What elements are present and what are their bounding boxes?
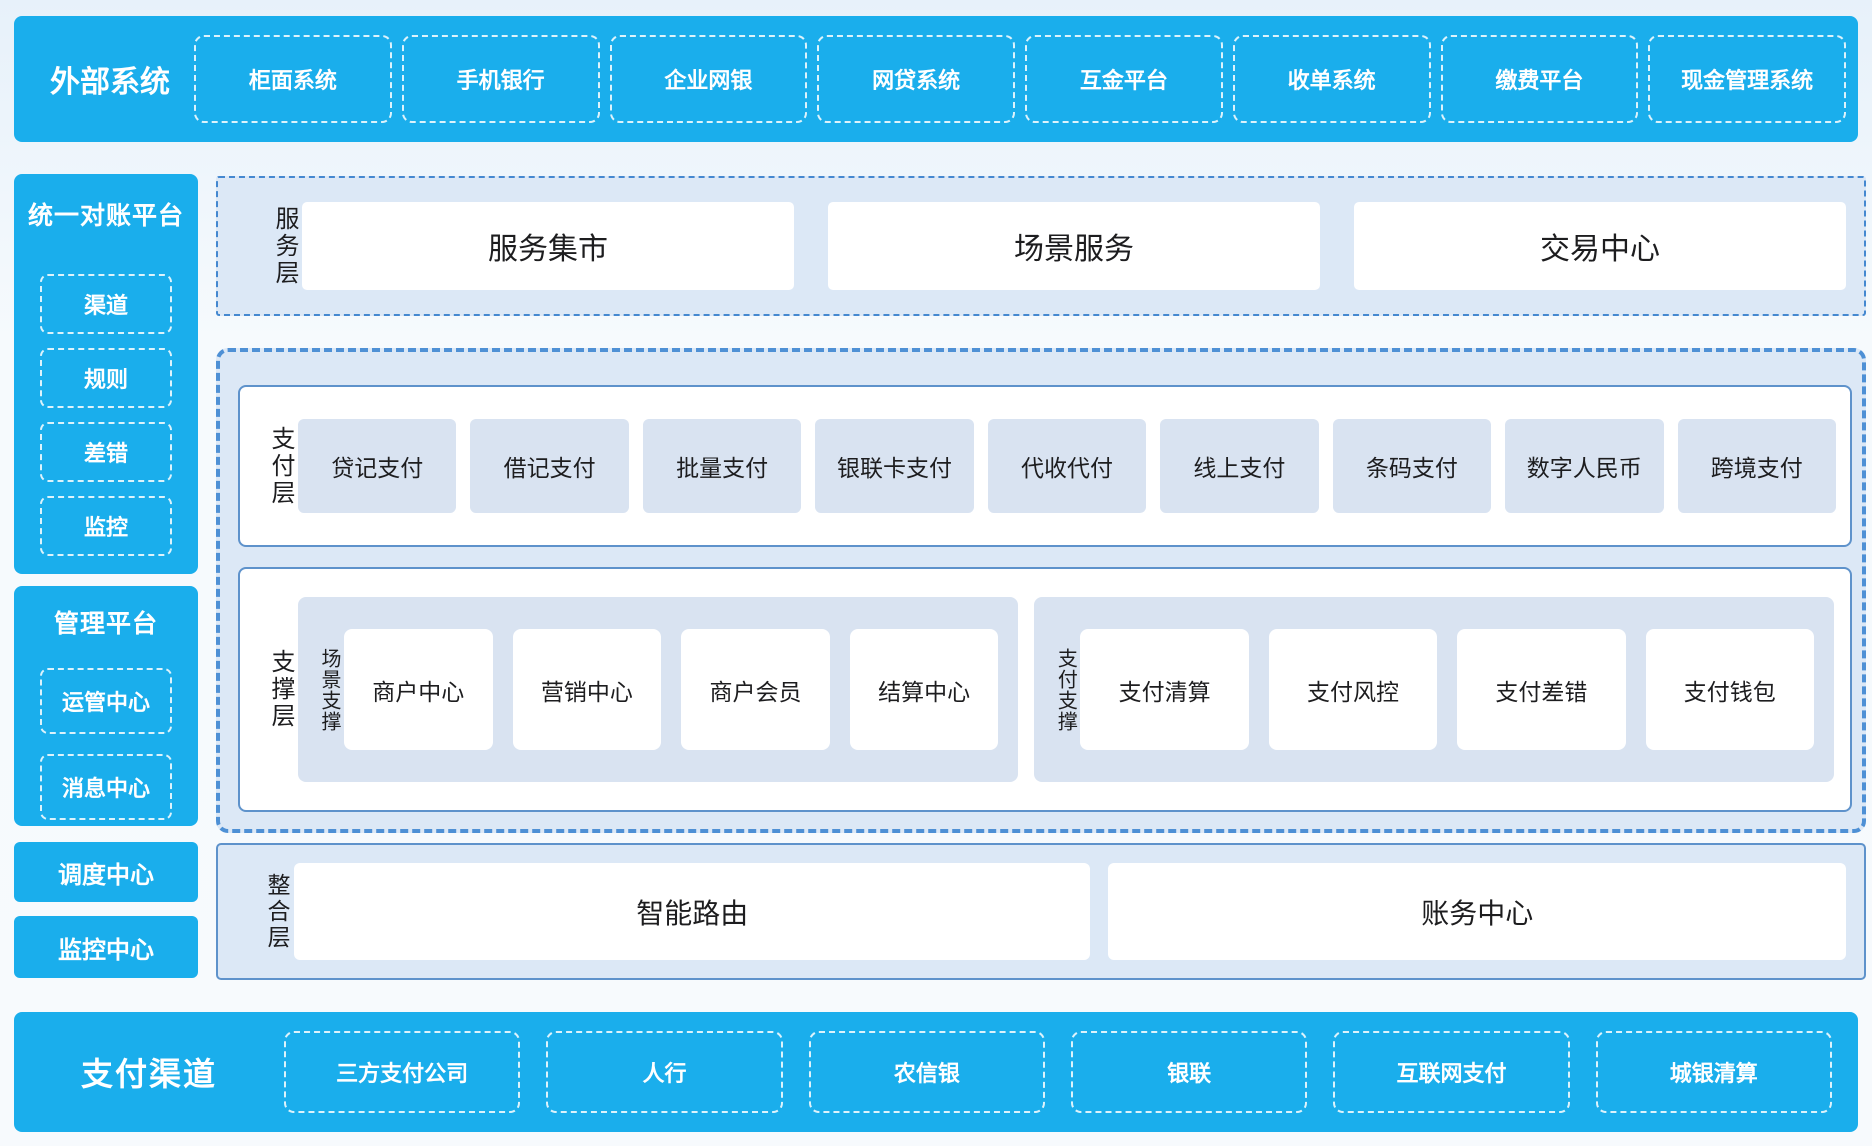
- payment-support-boxes: 支付清算 支付风控 支付差错 支付钱包: [1080, 629, 1814, 750]
- integration-layer-panel: 整合层 智能路由 账务中心: [216, 843, 1866, 980]
- reconciliation-item: 监控: [40, 496, 172, 556]
- support-layer-label: 支撑层: [267, 649, 294, 730]
- external-system-item: 网贷系统: [817, 35, 1015, 123]
- scene-support-boxes: 商户中心 营销中心 商户会员 结算中心: [344, 629, 999, 750]
- service-box: 交易中心: [1354, 202, 1846, 290]
- external-system-item: 互金平台: [1025, 35, 1223, 123]
- payment-channels-label: 支付渠道: [80, 1056, 217, 1092]
- reconciliation-item: 差错: [40, 422, 172, 482]
- payment-box: 跨境支付: [1677, 419, 1836, 513]
- management-platform-panel: 管理平台 运管中心 消息中心: [14, 586, 198, 826]
- channel-item: 农信银: [808, 1031, 1045, 1113]
- payment-support-group: 支付支撑 支付清算 支付风控 支付差错 支付钱包: [1034, 597, 1834, 782]
- management-items: 运管中心 消息中心: [14, 668, 198, 820]
- channel-item: 人行: [546, 1031, 783, 1113]
- external-systems-bar: 外部系统 柜面系统 手机银行 企业网银 网贷系统 互金平台 收单系统 缴费平台 …: [14, 16, 1858, 142]
- support-box: 营销中心: [512, 629, 662, 750]
- payment-box: 批量支付: [642, 419, 802, 513]
- support-box: 支付清算: [1080, 629, 1249, 750]
- reconciliation-platform-title: 统一对账平台: [27, 202, 184, 230]
- monitor-center-block: 监控中心: [14, 916, 198, 978]
- payment-box: 条码支付: [1332, 419, 1492, 513]
- payment-box: 代收代付: [987, 419, 1147, 513]
- reconciliation-items: 渠道 规则 差错 监控: [14, 274, 198, 556]
- external-systems-label: 外部系统: [50, 66, 170, 99]
- service-layer-label: 服务层: [271, 205, 298, 287]
- service-layer-panel: 服务层 服务集市 场景服务 交易中心: [216, 176, 1866, 316]
- scene-support-label: 场景支撑: [318, 647, 340, 732]
- support-box: 支付钱包: [1645, 629, 1814, 750]
- payment-support-label: 支付支撑: [1054, 647, 1077, 732]
- payment-layer-panel: 支付层 贷记支付 借记支付 批量支付 银联卡支付 代收代付 线上支付 条码支付 …: [238, 385, 1852, 547]
- payment-layer-label: 支付层: [267, 425, 294, 507]
- scene-support-group: 场景支撑 商户中心 营销中心 商户会员 结算中心: [298, 597, 1019, 782]
- payment-layer-boxes: 贷记支付 借记支付 批量支付 银联卡支付 代收代付 线上支付 条码支付 数字人民…: [298, 419, 1836, 513]
- integration-box: 账务中心: [1108, 863, 1846, 960]
- integration-layer-boxes: 智能路由 账务中心: [294, 863, 1846, 960]
- payment-box: 数字人民币: [1505, 419, 1664, 513]
- payment-box: 线上支付: [1160, 419, 1319, 513]
- support-box: 支付差错: [1457, 629, 1626, 750]
- service-layer-boxes: 服务集市 场景服务 交易中心: [302, 202, 1846, 290]
- support-layer-groups: 场景支撑 商户中心 营销中心 商户会员 结算中心 支付支撑 支付清算 支付风控 …: [298, 597, 1834, 782]
- external-system-item: 现金管理系统: [1648, 35, 1846, 123]
- support-box: 商户中心: [344, 629, 493, 750]
- external-system-item: 柜面系统: [194, 35, 392, 123]
- support-box: 支付风控: [1268, 629, 1438, 750]
- reconciliation-item: 规则: [40, 348, 172, 408]
- external-system-item: 手机银行: [401, 35, 600, 123]
- dispatch-center-block: 调度中心: [14, 842, 198, 902]
- integration-layer-label: 整合层: [264, 872, 290, 951]
- external-system-item: 缴费平台: [1440, 35, 1639, 123]
- payment-channels-items: 三方支付公司 人行 农信银 银联 互联网支付 城银清算: [284, 1031, 1832, 1113]
- external-system-item: 企业网银: [609, 35, 808, 123]
- management-item: 运管中心: [40, 668, 172, 734]
- management-platform-title: 管理平台: [53, 610, 158, 638]
- management-item: 消息中心: [40, 754, 172, 820]
- support-box: 商户会员: [681, 629, 830, 750]
- payment-box: 银联卡支付: [815, 419, 974, 513]
- reconciliation-item: 渠道: [40, 274, 172, 334]
- channel-item: 城银清算: [1595, 1031, 1832, 1113]
- channel-item: 银联: [1070, 1031, 1308, 1113]
- service-box: 服务集市: [302, 202, 794, 290]
- support-box: 结算中心: [849, 629, 999, 750]
- core-layers-container: 支付层 贷记支付 借记支付 批量支付 银联卡支付 代收代付 线上支付 条码支付 …: [216, 348, 1866, 833]
- payment-box: 贷记支付: [298, 419, 457, 513]
- integration-box: 智能路由: [294, 863, 1091, 960]
- channel-item: 互联网支付: [1333, 1031, 1570, 1113]
- payment-box: 借记支付: [470, 419, 629, 513]
- channel-item: 三方支付公司: [284, 1031, 521, 1113]
- reconciliation-platform-panel: 统一对账平台 渠道 规则 差错 监控: [14, 174, 198, 574]
- external-systems-items: 柜面系统 手机银行 企业网银 网贷系统 互金平台 收单系统 缴费平台 现金管理系…: [194, 35, 1846, 123]
- payment-channels-bar: 支付渠道 三方支付公司 人行 农信银 银联 互联网支付 城银清算: [14, 1012, 1858, 1132]
- support-layer-panel: 支撑层 场景支撑 商户中心 营销中心 商户会员 结算中心 支付支撑 支付清算 支…: [238, 567, 1852, 812]
- service-box: 场景服务: [828, 202, 1320, 290]
- external-system-item: 收单系统: [1232, 35, 1431, 123]
